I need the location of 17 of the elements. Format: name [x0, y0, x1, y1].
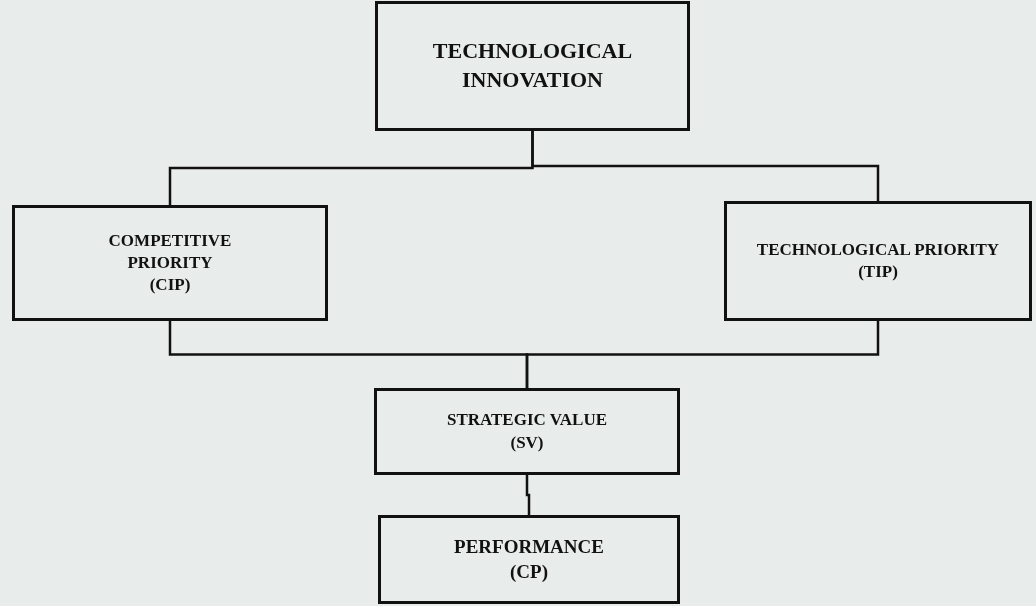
box-label: STRATEGIC VALUE: [446, 409, 608, 432]
connector-line: [531, 131, 880, 201]
box-label: TECHNOLOGICAL PRIORITY: [756, 238, 1000, 261]
concept-box: [374, 388, 680, 475]
box-label: PERFORMANCE: [454, 534, 604, 559]
concept-box: [12, 205, 328, 321]
box-label: (CIP): [149, 274, 191, 297]
connector-line: [525, 321, 880, 388]
box-label: (SV): [510, 431, 544, 454]
concept-box: [724, 201, 1032, 321]
concept-box: [375, 1, 690, 131]
box-label: TECHNOLOGICAL INNOVATION: [431, 37, 634, 94]
box-label: (CP): [510, 559, 548, 584]
box-label: COMPETITIVE PRIORITY: [107, 229, 233, 274]
concept-box: [378, 515, 680, 604]
connector-line: [525, 475, 531, 515]
box-label: (TIP): [858, 261, 898, 283]
